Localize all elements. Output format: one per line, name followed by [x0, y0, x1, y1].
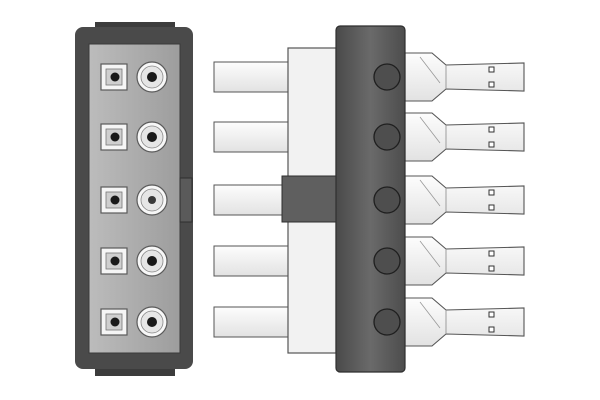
terminal-body: [404, 52, 525, 102]
terminal-crease: [419, 56, 441, 84]
pin-row-4: [100, 245, 168, 277]
terminal-hole: [488, 250, 495, 257]
terminal-body: [404, 236, 525, 286]
terminal-hole: [488, 326, 495, 333]
snap-terminal-icon: [404, 52, 525, 102]
clamp-holes: [373, 63, 401, 336]
terminal-hole: [488, 265, 495, 272]
connector-front-view: [75, 22, 193, 376]
square-pin: [110, 317, 120, 327]
terminal-hole: [488, 141, 495, 148]
round-pin: [148, 196, 156, 204]
snap-terminal-icon: [404, 236, 525, 286]
lead-tips: [404, 52, 525, 347]
center-stub: [281, 175, 337, 223]
lead-cable: [213, 61, 291, 93]
square-pin: [110, 195, 120, 205]
terminal-hole: [488, 204, 495, 211]
clamp-bar: [335, 25, 406, 373]
terminal-body: [404, 297, 525, 347]
terminal-hole: [488, 81, 495, 88]
pin-row-3: [100, 184, 168, 216]
terminal-hole: [488, 126, 495, 133]
lead-cable: [213, 121, 291, 153]
terminal-body: [404, 175, 525, 225]
housing-bottom-tab: [95, 366, 175, 376]
lead-cable: [213, 306, 291, 338]
snap-terminal-icon: [404, 297, 525, 347]
terminal-crease: [419, 116, 441, 144]
clamp-hole: [373, 123, 401, 151]
pin-row-1: [100, 61, 168, 93]
round-pin: [147, 132, 157, 142]
housing-key-notch: [179, 177, 193, 223]
pin-row-2: [100, 121, 168, 153]
lead-cables: [213, 61, 291, 338]
clamp-hole: [373, 247, 401, 275]
round-pin: [147, 256, 157, 266]
terminal-crease: [419, 240, 441, 268]
square-pin: [110, 132, 120, 142]
terminal-hole: [488, 66, 495, 73]
connector-pin-rows: [100, 61, 168, 338]
lead-set-side-view: [213, 25, 525, 373]
terminal-hole: [488, 311, 495, 318]
clamp-hole: [373, 308, 401, 336]
square-pin: [110, 72, 120, 82]
round-pin: [147, 317, 157, 327]
snap-terminal-icon: [404, 175, 525, 225]
square-pin: [110, 256, 120, 266]
terminal-crease: [419, 179, 441, 207]
round-pin: [147, 72, 157, 82]
square-socket: [100, 186, 128, 214]
terminal-crease: [419, 301, 441, 329]
clamp-hole: [373, 186, 401, 214]
terminal-hole: [488, 189, 495, 196]
clamp-hole: [373, 63, 401, 91]
lead-cable: [213, 245, 291, 277]
lead-cable: [213, 184, 291, 216]
snap-terminal-icon: [404, 112, 525, 162]
terminal-body: [404, 112, 525, 162]
pin-row-5: [100, 306, 168, 338]
